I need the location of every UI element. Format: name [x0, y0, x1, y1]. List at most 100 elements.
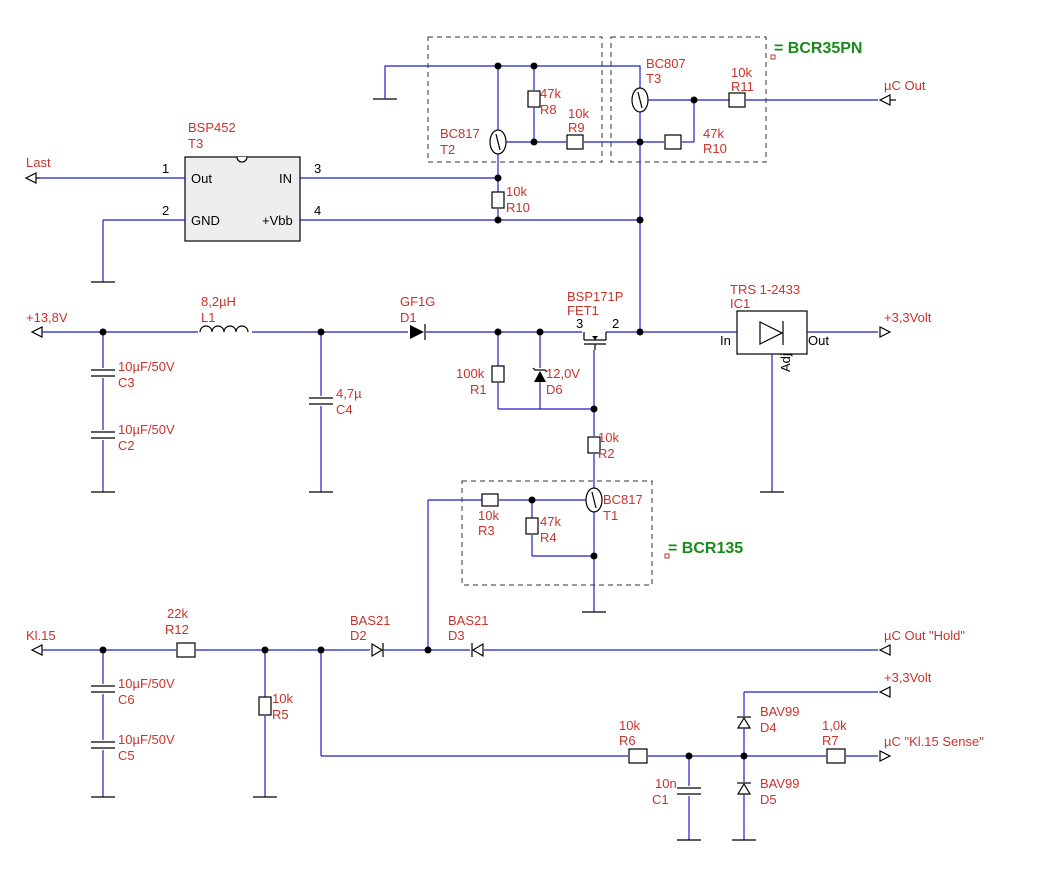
capacitor-c2	[91, 431, 115, 439]
fet1-ref: FET1	[567, 303, 599, 318]
d2-value: BAS21	[350, 613, 390, 628]
r1-ref: R1	[470, 382, 487, 397]
r8-ref: R8	[540, 102, 557, 117]
capacitor-c3	[91, 369, 115, 377]
bsp452-pin3: 3	[314, 161, 321, 176]
r6-value: 10k	[619, 718, 640, 733]
resistor-r9	[566, 134, 584, 150]
ic1-adj: Adj	[778, 353, 793, 372]
t2-value: BC817	[440, 126, 480, 141]
r4-value: 47k	[540, 514, 561, 529]
capacitor-c1	[677, 787, 701, 795]
bsp452-in: IN	[279, 171, 292, 186]
resistor-r8	[527, 90, 541, 108]
diode-d3	[471, 642, 484, 658]
d3-value: BAS21	[448, 613, 488, 628]
port-label-uc-out-hold: µC Out "Hold"	[884, 628, 965, 643]
inductor-l1	[199, 325, 249, 333]
c6-ref: C6	[118, 692, 135, 707]
port-label-uc-out: µC Out	[884, 78, 926, 93]
resistor-r2	[587, 436, 601, 454]
port-arrow-uc-out-hold	[878, 644, 891, 656]
transistor-t1	[585, 487, 603, 513]
bsp452-out: Out	[191, 171, 212, 186]
diode-d2	[371, 642, 384, 658]
t3-ref: T3	[646, 71, 661, 86]
port-arrow-3v3-top	[879, 326, 892, 338]
transistor-t3	[631, 87, 649, 113]
t2-ref: T2	[440, 142, 455, 157]
r7-value: 1,0k	[822, 718, 847, 733]
capacitor-c5	[91, 741, 115, 749]
bsp452-vbb: +Vbb	[262, 213, 293, 228]
r10a-value: 10k	[506, 184, 527, 199]
r12-value: 22k	[167, 606, 188, 621]
ic1-ref: IC1	[730, 296, 750, 311]
resistor-r3	[481, 493, 499, 507]
c4-value: 4,7µ	[336, 386, 362, 401]
c5-ref: C5	[118, 748, 135, 763]
resistor-r12	[176, 642, 196, 658]
resistor-r11	[728, 92, 746, 108]
r10a-ref: R10	[506, 200, 530, 215]
bcr35pn-marker	[770, 54, 776, 60]
ic1-in: In	[720, 333, 731, 348]
d5-ref: D5	[760, 792, 777, 807]
port-arrow-3v3-bottom	[878, 686, 891, 698]
t1-ref: T1	[603, 508, 618, 523]
d1-value: GF1G	[400, 294, 435, 309]
ic1-out: Out	[808, 333, 829, 348]
regulator-ic1	[736, 310, 808, 355]
resistor-r5	[258, 696, 272, 716]
r11-value: 10k	[731, 65, 752, 80]
zener-diode-d6	[532, 367, 548, 382]
ic-bsp452	[184, 156, 301, 242]
bcr35pn-box-left	[427, 36, 603, 163]
r2-value: 10k	[598, 430, 619, 445]
c1-value: 10n	[655, 776, 677, 791]
r3-value: 10k	[478, 508, 499, 523]
d6-value: 12,0V	[546, 366, 580, 381]
t1-value: BC817	[603, 492, 643, 507]
resistor-r6	[628, 748, 648, 764]
port-arrow-uc-out	[878, 94, 896, 106]
r1-value: 100k	[456, 366, 485, 381]
r7-ref: R7	[822, 733, 839, 748]
d6-ref: D6	[546, 382, 563, 397]
port-label-3v3-top: +3,3Volt	[884, 310, 932, 325]
c5-value: 10µF/50V	[118, 732, 175, 747]
port-arrow-last	[24, 172, 40, 184]
r3-ref: R3	[478, 523, 495, 538]
bcr135-box	[461, 480, 653, 586]
port-arrow-uc-kl15-sense	[879, 750, 892, 762]
resistor-r10b	[664, 134, 682, 150]
c4-ref: C4	[336, 402, 353, 417]
resistor-r4	[525, 517, 539, 535]
bcr135-label: = BCR135	[668, 540, 743, 557]
port-label-kl15: Kl.15	[26, 628, 56, 643]
r5-value: 10k	[272, 691, 293, 706]
l1-value: 8,2µH	[201, 294, 236, 309]
r12-ref: R12	[165, 622, 189, 637]
diode-d1	[410, 324, 426, 340]
bsp452-pin2: 2	[162, 203, 169, 218]
mosfet-fet1	[583, 332, 607, 350]
resistor-r1	[491, 365, 505, 383]
bcr35pn-label: = BCR35PN	[774, 40, 862, 57]
bsp452-pin1: 1	[162, 161, 169, 176]
capacitor-c4	[309, 397, 333, 405]
c1-ref: C1	[652, 792, 669, 807]
d4-value: BAV99	[760, 704, 800, 719]
r10b-ref: R10	[703, 141, 727, 156]
port-label-13-8v: +13,8V	[26, 310, 68, 325]
transistor-t2	[489, 129, 507, 155]
d3-ref: D3	[448, 628, 465, 643]
junction-dots	[99, 62, 748, 760]
port-label-uc-kl15-sense: µC "Kl.15 Sense"	[884, 734, 984, 749]
fet1-pin2: 2	[612, 316, 619, 331]
port-label-last: Last	[26, 155, 51, 170]
r9-ref: R9	[568, 120, 585, 135]
d5-value: BAV99	[760, 776, 800, 791]
d1-ref: D1	[400, 310, 417, 325]
bsp452-pin4: 4	[314, 203, 321, 218]
